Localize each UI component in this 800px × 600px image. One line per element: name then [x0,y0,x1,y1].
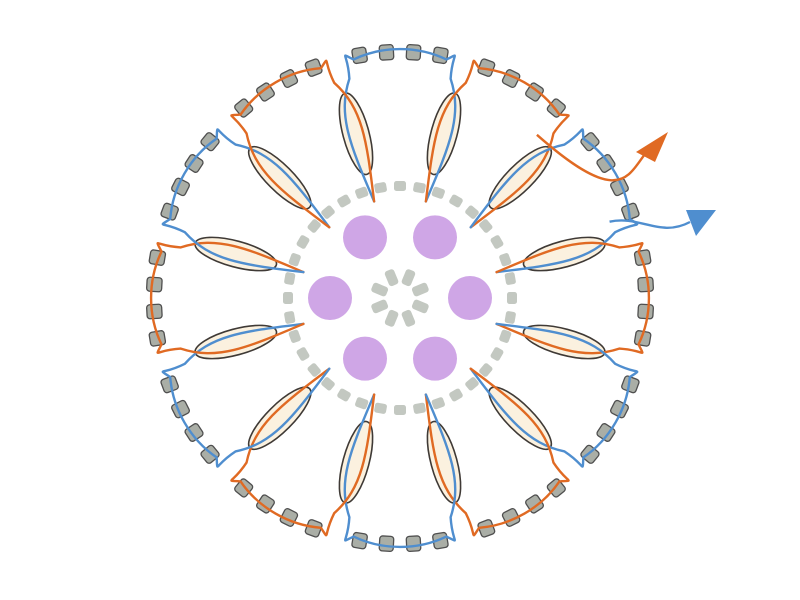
seed-bead [525,82,544,102]
large-center-bead [343,215,387,260]
inner-seed-bead [431,397,445,410]
inner-seed-bead [321,377,335,391]
inner-seed-bead [296,235,310,249]
inner-seed-bead [283,292,293,304]
small-center-bead [401,269,416,287]
inner-seed-bead [374,402,387,414]
small-center-bead [411,282,429,297]
orange-thread-exit-arrow-line [536,133,649,182]
inner-seed-bead [284,311,296,324]
inner-seed-bead [431,186,445,199]
seed-bead [184,423,204,442]
blue-thread [161,322,331,468]
blue-thread [343,393,457,549]
small-center-bead [401,309,416,327]
orange-thread [230,59,376,229]
inner-seed-bead [413,402,426,414]
seed-bead [525,494,544,514]
long-bead [426,420,462,504]
seed-bead-caps [146,44,654,552]
inner-seed-bead [479,363,493,377]
seed-bead [596,423,616,442]
inner-seed-bead [413,182,426,194]
inner-seed-bead [337,388,351,402]
seed-bead [405,535,422,552]
long-bead-ring [194,92,606,504]
inner-seed-bead [449,194,463,208]
large-center-bead [413,215,457,260]
threads [149,47,651,549]
large-center-bead [343,336,387,381]
inner-seed-bead [394,405,406,415]
seed-bead [378,44,395,61]
seed-bead [637,303,654,320]
inner-seed-bead [307,363,321,377]
thread-exit-arrows [536,132,716,236]
inner-seed-bead [355,186,369,199]
long-bead [338,92,374,176]
inner-seed-bead [504,272,516,285]
inner-seed-bead [490,347,504,361]
long-bead [338,420,374,504]
inner-seed-bead [394,181,406,191]
inner-seed-bead-ring [283,181,517,415]
inner-seed-bead [504,311,516,324]
seed-bead [256,494,275,514]
orange-thread [230,367,376,537]
small-center-bead [411,299,429,314]
large-center-bead [448,276,492,320]
seed-bead [637,276,654,293]
inner-seed-bead [307,219,321,233]
seed-bead [256,82,275,102]
blue-thread-exit-arrow-line [609,219,691,229]
large-center-bead [308,276,352,320]
small-center-bead [371,282,389,297]
inner-seed-bead [288,253,301,267]
inner-seed-bead [465,205,479,219]
small-center-bead [371,299,389,314]
inner-seed-bead [321,205,335,219]
orange-thread [424,367,570,537]
inner-seed-bead [449,388,463,402]
long-bead [426,92,462,176]
seed-bead [405,44,422,61]
long-bead [194,236,278,272]
long-bead [194,324,278,360]
blue-thread-exit-arrow-head [686,210,716,236]
orange-thread-exit-arrow-head [636,132,668,162]
seed-bead [184,154,204,173]
long-bead [522,324,606,360]
seed-bead [378,535,395,552]
small-center-bead [384,269,399,287]
blue-thread [161,128,331,274]
inner-seed-bead [284,272,296,285]
seed-bead [146,303,163,320]
seed-bead [596,154,616,173]
small-center-bead [384,309,399,327]
long-bead [522,236,606,272]
inner-seed-bead [507,292,517,304]
inner-seed-bead [465,377,479,391]
orange-thread [149,241,305,355]
inner-seed-bead [296,347,310,361]
inner-seed-bead [490,235,504,249]
inner-seed-bead [355,397,369,410]
inner-seed-bead [337,194,351,208]
large-center-bead [413,336,457,381]
blue-thread [469,128,639,274]
blue-thread [343,47,457,203]
seed-bead [146,276,163,293]
center-bead-cluster [308,215,492,381]
inner-seed-bead [479,219,493,233]
blue-thread [469,322,639,468]
inner-seed-bead [499,253,512,267]
inner-seed-bead [288,329,301,343]
orange-thread [495,241,651,355]
inner-seed-bead [499,329,512,343]
inner-seed-bead [374,182,387,194]
orange-thread [424,59,570,229]
